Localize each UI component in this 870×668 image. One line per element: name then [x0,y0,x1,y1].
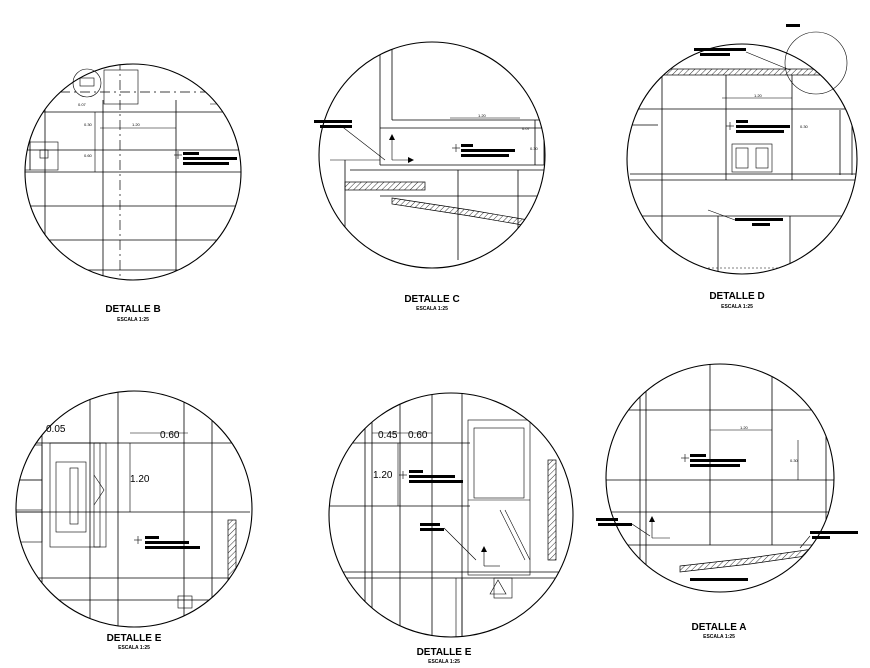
detail-d-drawing [630,68,857,274]
detail-e2-scale: ESCALA 1:25 [428,659,460,665]
detail-c: 1.20 0.30 0.07 DETALLE C ESCALA 1:25 [314,41,546,312]
detail-e2-label-marker [399,470,463,483]
detail-a-title: DETALLE A [692,622,747,633]
detail-a-dim-width: 1.20 [740,425,749,430]
detail-a: 1.20 0.30 DETALLE A ESCALA 1:25 [596,363,858,640]
detail-c-dim-h1: 0.30 [530,146,539,151]
detail-d-dim-h1: 0.30 [800,124,809,129]
detail-e2-title: DETALLE E [417,647,472,658]
detail-e2-arrow-symbol [481,546,500,567]
detail-e1-dim-a: 0.05 [46,424,66,435]
detail-e1-title: DETALLE E [107,633,162,644]
detail-b-dim-h1: 0.30 [84,122,93,127]
detail-a-arrow-symbol [649,516,670,539]
detail-e1-dim-c: 1.20 [130,474,150,485]
detail-e2-dim-b: 0.60 [408,430,428,441]
detail-d-title: DETALLE D [709,291,764,302]
detail-e1-label-marker [134,536,200,549]
detail-d-dim-width: 1.20 [754,93,763,98]
detail-e1-dim-b: 0.60 [160,430,180,441]
detail-a-label-marker [681,454,746,467]
detail-c-title: DETALLE C [404,294,459,305]
detail-b-label-marker [174,151,237,165]
detail-c-arrow-symbol [389,134,414,163]
detail-c-label-marker [452,144,515,157]
detail-c-dim-small: 0.07 [522,126,531,131]
detail-c-dim-width: 1.20 [478,113,487,118]
detail-b-dim-width: 1.20 [132,122,141,127]
detail-e2-dim-c: 1.20 [373,470,393,481]
detail-e1-scale: ESCALA 1:25 [118,645,150,651]
detail-b-scale: ESCALA 1:25 [117,317,149,323]
detail-e1-drawing [16,391,250,627]
detail-d-label-marker [726,120,790,133]
detail-b-dim-small: 0.07 [78,102,87,107]
detail-e2-dim-a: 0.45 [378,430,398,441]
detail-a-scale: ESCALA 1:25 [703,634,735,640]
detail-e2: 0.45 0.60 1.20 DETALLE E ESCALA 1:25 [328,392,574,665]
detail-a-dim-h1: 0.30 [790,458,799,463]
detail-b-drawing [25,64,241,280]
detail-c-scale: ESCALA 1:25 [416,306,448,312]
detail-a-drawing [606,364,834,592]
detail-b: 1.20 0.30 0.60 0.07 DETALLE B ESCALA 1:2… [24,63,242,323]
detail-b-dim-h2: 0.60 [84,153,93,158]
detail-c-drawing [330,42,545,260]
detail-b-title: DETALLE B [105,304,160,315]
detail-d: 1.20 0.30 DETALLE D ESCALA 1:25 [626,24,858,310]
detail-d-scale: ESCALA 1:25 [721,304,753,310]
detail-e1: 0.05 0.60 1.20 DETALLE E ESCALA 1:25 [15,390,253,651]
detail-e2-drawing [330,393,560,637]
